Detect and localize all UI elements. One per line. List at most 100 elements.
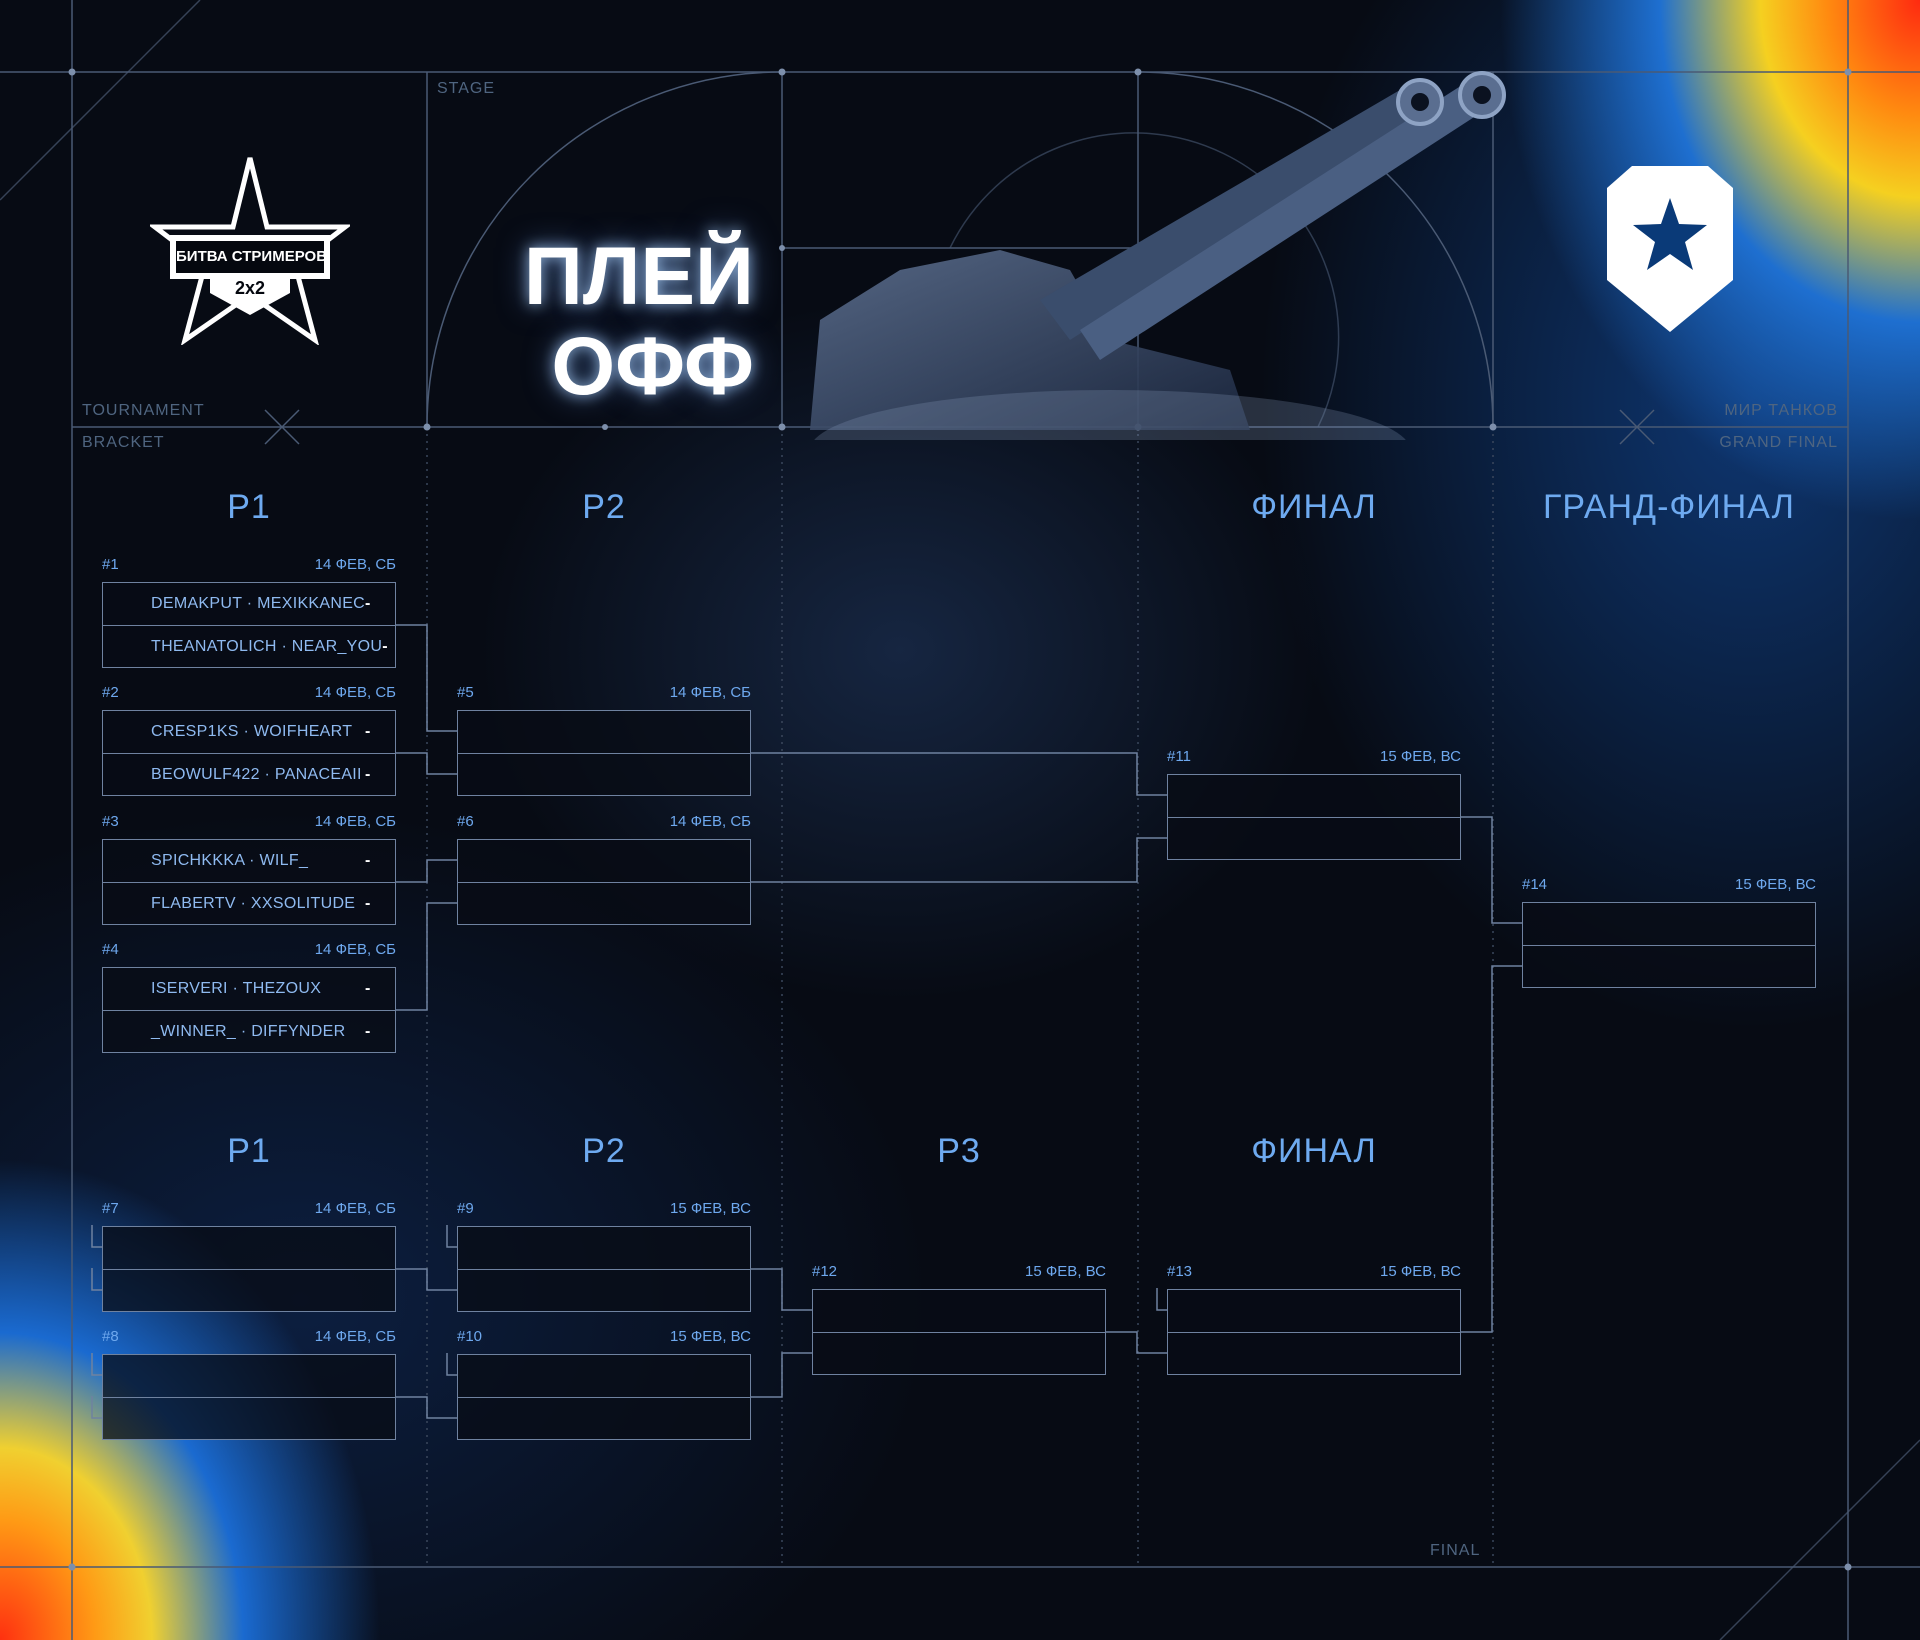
page-title: ПЛЕЙ ОФФ bbox=[450, 232, 754, 412]
team-row[interactable]: CRESP1KS · WOIFHEART- bbox=[103, 711, 395, 753]
connector-line bbox=[396, 624, 457, 732]
connector-line bbox=[396, 902, 457, 1011]
team-score: - bbox=[365, 765, 371, 783]
team-score: - bbox=[365, 1022, 371, 1040]
empty-team-slot[interactable] bbox=[1168, 817, 1460, 859]
team-row[interactable]: THEANATOLICH · NEAR_YOU- bbox=[103, 625, 395, 667]
match-box[interactable] bbox=[1167, 774, 1461, 860]
match-box[interactable] bbox=[812, 1289, 1106, 1375]
connector-line bbox=[751, 752, 1167, 796]
match-box[interactable] bbox=[457, 839, 751, 925]
team-row[interactable]: ISERVERI · THEZOUX- bbox=[103, 968, 395, 1010]
match-box[interactable] bbox=[1522, 902, 1816, 988]
final-label: FINAL bbox=[1430, 1542, 1481, 1559]
lower-round-header: Р2 bbox=[582, 1132, 626, 1170]
connector-line bbox=[91, 1268, 102, 1291]
empty-team-slot[interactable] bbox=[458, 711, 750, 753]
empty-team-slot[interactable] bbox=[458, 1227, 750, 1269]
match-number: #4 bbox=[102, 941, 119, 958]
empty-team-slot[interactable] bbox=[1168, 1290, 1460, 1332]
empty-team-slot[interactable] bbox=[1168, 1332, 1460, 1374]
connector-line bbox=[396, 1268, 457, 1291]
empty-team-slot[interactable] bbox=[458, 1355, 750, 1397]
empty-team-slot[interactable] bbox=[458, 753, 750, 795]
empty-team-slot[interactable] bbox=[813, 1290, 1105, 1332]
empty-team-slot[interactable] bbox=[458, 1397, 750, 1439]
match-box[interactable] bbox=[457, 1354, 751, 1440]
match-box[interactable] bbox=[1167, 1289, 1461, 1375]
logo-subtext: 2x2 bbox=[234, 278, 266, 298]
match-box[interactable]: DEMAKPUT · MEXIKKANEC-THEANATOLICH · NEA… bbox=[102, 582, 396, 668]
team-name: _WINNER_ · DIFFYNDER bbox=[151, 1022, 346, 1040]
empty-team-slot[interactable] bbox=[103, 1397, 395, 1439]
team-row[interactable]: BEOWULF422 · PANACEAII- bbox=[103, 753, 395, 795]
match-box[interactable]: CRESP1KS · WOIFHEART-BEOWULF422 · PANACE… bbox=[102, 710, 396, 796]
empty-team-slot[interactable] bbox=[813, 1332, 1105, 1374]
team-name: FLABERTV · XXSOLITUDE bbox=[151, 894, 356, 912]
empty-team-slot[interactable] bbox=[458, 840, 750, 882]
match-box[interactable] bbox=[457, 1226, 751, 1312]
team-row[interactable]: DEMAKPUT · MEXIKKANEC- bbox=[103, 583, 395, 625]
title-line-2: ОФФ bbox=[551, 321, 754, 412]
team-row[interactable]: FLABERTV · XXSOLITUDE- bbox=[103, 882, 395, 924]
publisher-label: МИР ТАНКОВ bbox=[1724, 402, 1838, 419]
tank-illustration bbox=[810, 71, 1506, 440]
match-date: 15 ФЕВ, ВС bbox=[1380, 748, 1461, 765]
match-number: #6 bbox=[457, 813, 474, 830]
team-row[interactable]: SPICHKKKA · WILF_- bbox=[103, 840, 395, 882]
match-box[interactable] bbox=[457, 710, 751, 796]
connector-line bbox=[446, 1225, 457, 1248]
upper-round-header: Р1 bbox=[227, 488, 271, 526]
stage-label: STAGE bbox=[437, 80, 496, 97]
match-number: #9 bbox=[457, 1200, 474, 1217]
match-box[interactable] bbox=[102, 1226, 396, 1312]
upper-round-header: ГРАНД-ФИНАЛ bbox=[1543, 488, 1795, 526]
empty-team-slot[interactable] bbox=[458, 882, 750, 924]
match-number: #3 bbox=[102, 813, 119, 830]
empty-team-slot[interactable] bbox=[103, 1227, 395, 1269]
connector-line bbox=[396, 752, 457, 775]
match-box[interactable]: ISERVERI · THEZOUX- _WINNER_ · DIFFYNDER - bbox=[102, 967, 396, 1053]
connector-line bbox=[751, 837, 1167, 883]
empty-team-slot[interactable] bbox=[1523, 903, 1815, 945]
empty-team-slot[interactable] bbox=[103, 1269, 395, 1311]
match-date: 14 ФЕВ, СБ bbox=[314, 1328, 396, 1345]
connector-line bbox=[91, 1225, 102, 1248]
team-row[interactable]: _WINNER_ · DIFFYNDER - bbox=[103, 1010, 395, 1052]
team-score: - bbox=[382, 637, 388, 655]
empty-team-slot[interactable] bbox=[1168, 775, 1460, 817]
match-number: #2 bbox=[102, 684, 119, 701]
match-date: 14 ФЕВ, СБ bbox=[314, 941, 396, 958]
empty-team-slot[interactable] bbox=[1523, 945, 1815, 987]
empty-team-slot[interactable] bbox=[458, 1269, 750, 1311]
connector-line bbox=[396, 1396, 457, 1419]
empty-team-slot[interactable] bbox=[103, 1355, 395, 1397]
match-date: 15 ФЕВ, ВС bbox=[1380, 1263, 1461, 1280]
connector-line bbox=[751, 1352, 812, 1398]
match-box[interactable]: SPICHKKKA · WILF_-FLABERTV · XXSOLITUDE- bbox=[102, 839, 396, 925]
grand-final-label: GRAND FINAL bbox=[1719, 434, 1838, 451]
upper-round-header: Р2 bbox=[582, 488, 626, 526]
match-box[interactable] bbox=[102, 1354, 396, 1440]
